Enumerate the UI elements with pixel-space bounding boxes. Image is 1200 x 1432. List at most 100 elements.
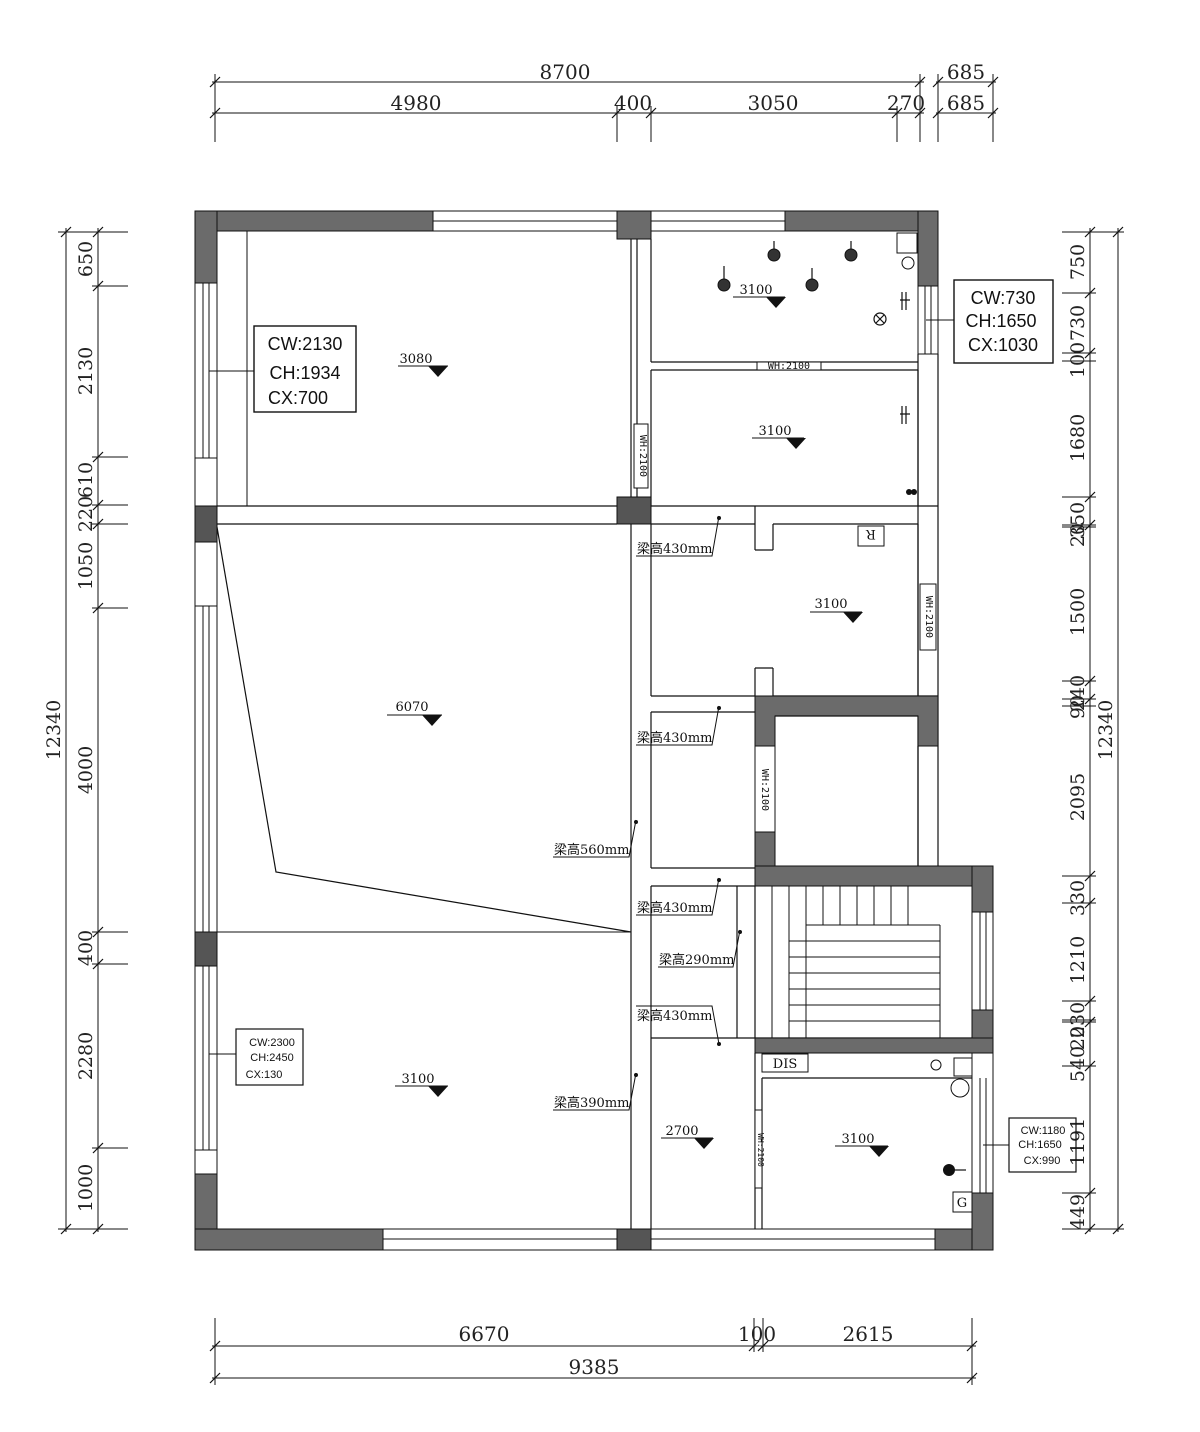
opening-3-cx: CX:130 [246, 1069, 283, 1081]
beam-label-5: 梁高290mm [658, 929, 742, 968]
ceiling-height-6: 3100 [401, 1072, 434, 1087]
opening-4-cw: CW:1180 [1021, 1125, 1066, 1137]
bottom-dim-1: 6670 [459, 1322, 510, 1346]
left-dim-4: 220 [75, 496, 97, 532]
opening-spec-boxes: CW:2130 CH:1934 CX:700 CW:730 CH:1650 CX… [209, 279, 1077, 1173]
left-dim-5: 1050 [75, 542, 97, 590]
opening-box-3: CW:2300 CH:2450 CX:130 [209, 1028, 304, 1086]
ceiling-height-2: 3100 [739, 283, 772, 298]
ceiling-height-3: 3100 [758, 424, 791, 439]
ceiling-marker-7: 2700 [661, 1124, 714, 1149]
fixture-mark-dis: DIS [773, 1057, 797, 1072]
left-dim-3: 610 [75, 462, 97, 498]
toilet-icon-2 [900, 406, 910, 424]
beam-label-2: 梁高430mm [636, 705, 721, 746]
beam-text-1: 梁高430mm [637, 541, 712, 557]
ceiling-marker-1: 3080 [398, 352, 448, 377]
opening-1-cx: CX:700 [268, 388, 328, 408]
right-dim-15: 540 [1067, 1046, 1089, 1082]
cabinet-icon [896, 232, 918, 254]
top-dim-4: 270 [887, 91, 925, 115]
beam-text-3: 梁高560mm [554, 842, 629, 858]
ceiling-marker-2: 3100 [733, 283, 786, 308]
right-dim-5: 350 [1067, 502, 1089, 538]
left-dim-2: 2130 [75, 347, 97, 395]
right-dim-2: 730 [1067, 305, 1089, 341]
right-dim-12: 1210 [1067, 936, 1089, 984]
beam-label-3: 梁高560mm [553, 819, 638, 858]
left-dim-7: 400 [75, 930, 97, 966]
beam-label-4: 梁高430mm [636, 877, 721, 916]
left-dimension-lines: 12340 650 2130 610 220 1050 4000 400 228… [43, 226, 128, 1235]
right-dim-14: 20 [1067, 1026, 1089, 1050]
toilet-bowl-icon [950, 1078, 970, 1098]
right-dim-16: 1191 [1067, 1118, 1089, 1166]
ceiling-marker-4: 3100 [810, 597, 863, 623]
opening-box-1: CW:2130 CH:1934 CX:700 [209, 325, 357, 413]
right-dim-9: 90 [1067, 695, 1089, 719]
socket-icon [906, 489, 917, 495]
right-dim-6: 20 [1067, 523, 1089, 547]
opening-2-cw: CW:730 [971, 288, 1036, 308]
opening-4-cx: CX:990 [1024, 1155, 1061, 1167]
right-total-dim: 12340 [1095, 700, 1117, 760]
refrigerator-box [857, 525, 885, 547]
top-dimension-lines: 8700 4980 400 3050 270 685 685 [209, 60, 999, 142]
ceiling-marker-6: 3100 [395, 1072, 448, 1097]
beam-label-6: 梁高430mm [636, 1005, 721, 1046]
door-height-labels: WH:2100 WH:2100 WH:2100 WH:2100 WH:2100 [633, 361, 937, 1189]
ceiling-height-1: 3080 [399, 352, 432, 367]
right-dim-3: 100 [1067, 342, 1089, 378]
opening-1-ch: CH:1934 [269, 363, 340, 383]
right-dim-4: 1680 [1067, 414, 1089, 462]
ceiling-height-5: 6070 [395, 700, 428, 715]
ceiling-height-7: 2700 [665, 1124, 698, 1139]
left-dim-8: 2280 [75, 1032, 97, 1080]
beam-text-5: 梁高290mm [659, 952, 734, 968]
left-dim-1: 650 [75, 241, 97, 277]
drain-cross-icon [873, 312, 887, 326]
basin-icon [930, 1059, 942, 1071]
top-right-outer-dim: 685 [947, 60, 985, 84]
water-heater-icon [943, 1164, 966, 1176]
opening-2-cx: CX:1030 [968, 335, 1038, 355]
top-total-dim: 8700 [540, 60, 591, 84]
right-dim-7: 1500 [1067, 588, 1089, 636]
right-dim-13: 230 [1067, 1002, 1089, 1038]
beam-label-7: 梁高390mm [553, 1072, 638, 1111]
beam-label-1: 梁高430mm [636, 515, 721, 557]
ceiling-marker-5: 6070 [387, 700, 442, 726]
right-dim-8: 240 [1067, 675, 1089, 711]
right-dim-10: 2095 [1067, 773, 1089, 821]
door-height-3: WH:2100 [923, 596, 934, 638]
fixture-mark-r: R [865, 526, 876, 541]
ceiling-marker-3: 3100 [752, 424, 806, 449]
right-dim-11: 330 [1067, 880, 1089, 916]
opening-box-2: CW:730 CH:1650 CX:1030 [926, 279, 1054, 364]
door-height-4: WH:2100 [759, 769, 770, 811]
bottom-total-dim: 9385 [569, 1355, 620, 1379]
ceiling-height-8: 3100 [841, 1132, 874, 1147]
bottom-dim-3: 2615 [843, 1322, 894, 1346]
door-height-2: WH:2100 [768, 361, 810, 372]
ceiling-height-4: 3100 [814, 597, 847, 612]
opening-4-ch: CH:1650 [1018, 1139, 1061, 1151]
dishwasher-box [761, 1053, 809, 1073]
beam-text-2: 梁高430mm [637, 730, 712, 746]
left-total-dim: 12340 [43, 700, 65, 760]
opening-3-cw: CW:2300 [249, 1037, 295, 1049]
beam-text-6: 梁高430mm [637, 1008, 712, 1024]
door-height-5: WH:2100 [756, 1133, 765, 1167]
right-dim-1: 750 [1067, 244, 1089, 280]
fixtures: R DIS G [717, 232, 973, 1213]
washer-icon [953, 1057, 973, 1077]
top-dim-2: 400 [614, 91, 652, 115]
bottom-dimension-lines: 6670 100 2615 9385 [209, 1318, 978, 1385]
gas-box [952, 1191, 973, 1213]
left-dim-6: 4000 [75, 746, 97, 794]
right-dim-17: 449 [1067, 1194, 1089, 1230]
floor-drain-icon [901, 256, 915, 270]
opening-3-ch: CH:2450 [250, 1052, 293, 1064]
shower-head-icon [717, 241, 858, 292]
